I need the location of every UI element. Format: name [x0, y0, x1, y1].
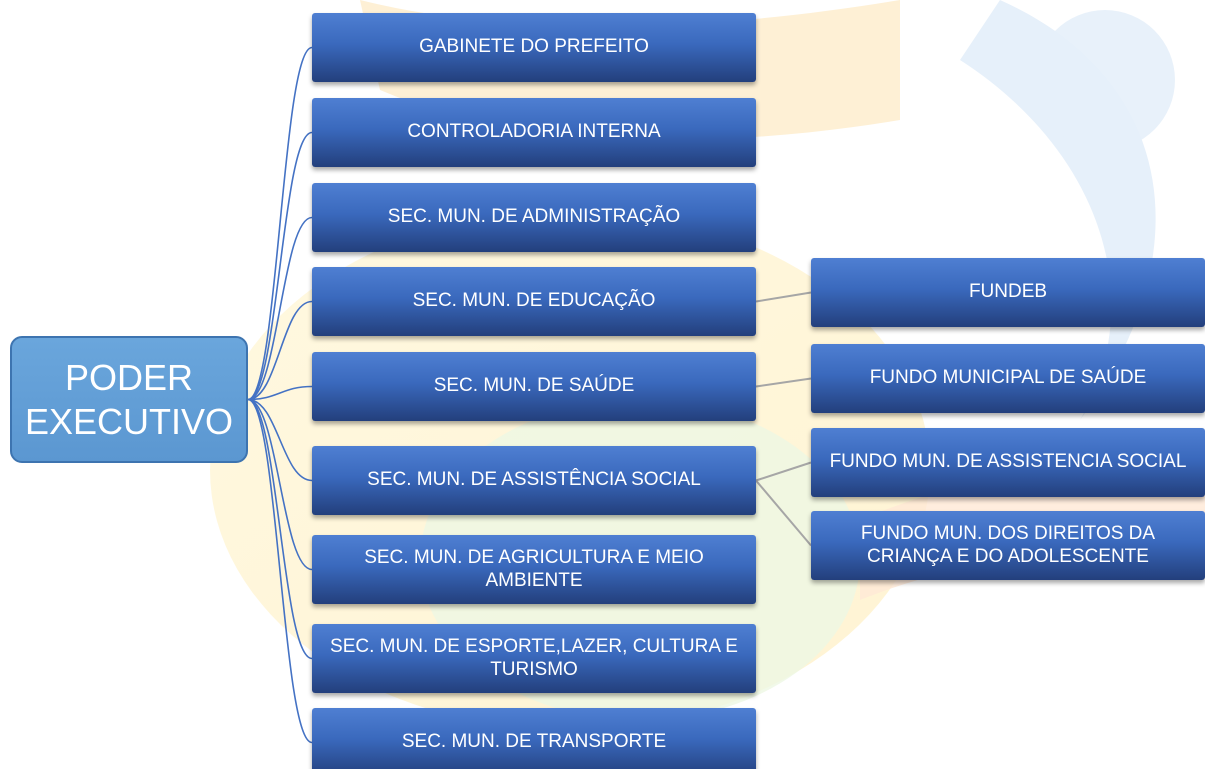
- secretaria-label: SEC. MUN. DE ESPORTE,LAZER, CULTURA E TU…: [330, 635, 738, 680]
- secretaria-label: CONTROLADORIA INTERNA: [407, 121, 661, 143]
- secretaria-node-gabinete[interactable]: GABINETE DO PREFEITO: [312, 13, 756, 82]
- connector-root-to-secretaria: [247, 398, 313, 482]
- secretaria-label: SEC. MUN. DE AGRICULTURA E MEIO AMBIENTE: [364, 546, 704, 591]
- fundo-label: FUNDO MUNICIPAL DE SAÚDE: [869, 367, 1147, 389]
- connector-root-to-secretaria: [247, 300, 313, 401]
- poder-executivo-node[interactable]: PODER EXECUTIVO: [10, 336, 248, 463]
- secretaria-label: SEC. MUN. DE EDUCAÇÃO: [412, 290, 656, 312]
- secretaria-node-esporte[interactable]: SEC. MUN. DE ESPORTE,LAZER, CULTURA E TU…: [312, 624, 756, 693]
- connector-root-to-secretaria: [247, 398, 313, 571]
- secretaria-label: SEC. MUN. DE SAÚDE: [433, 375, 635, 397]
- fundo-node-direitos-crianca[interactable]: FUNDO MUN. DOS DIREITOS DA CRIANÇA E DO …: [811, 511, 1205, 580]
- connector-root-to-secretaria: [247, 398, 313, 660]
- fundo-node-assistencia-social[interactable]: FUNDO MUN. DE ASSISTENCIA SOCIAL: [811, 428, 1205, 497]
- secretaria-node-saude[interactable]: SEC. MUN. DE SAÚDE: [312, 352, 756, 421]
- secretaria-label: GABINETE DO PREFEITO: [419, 36, 649, 58]
- secretaria-label: SEC. MUN. DE TRANSPORTE: [401, 731, 667, 753]
- connector-root-to-secretaria: [247, 46, 313, 401]
- connector-secretaria-to-fundo: [755, 377, 812, 388]
- secretaria-label: SEC. MUN. DE ADMINISTRAÇÃO: [387, 206, 681, 228]
- secretaria-label: SEC. MUN. DE ASSISTÊNCIA SOCIAL: [367, 469, 701, 491]
- secretaria-node-agricultura[interactable]: SEC. MUN. DE AGRICULTURA E MEIO AMBIENTE: [312, 535, 756, 604]
- secretaria-node-transporte[interactable]: SEC. MUN. DE TRANSPORTE: [312, 708, 756, 769]
- fundo-label: FUNDO MUN. DE ASSISTENCIA SOCIAL: [829, 451, 1187, 473]
- poder-executivo-label: PODER EXECUTIVO: [24, 357, 234, 442]
- fundo-node-saude[interactable]: FUNDO MUNICIPAL DE SAÚDE: [811, 344, 1205, 413]
- connector-root-to-secretaria: [247, 385, 313, 401]
- fundo-label: FUNDEB: [968, 281, 1048, 303]
- secretaria-node-assistencia-social[interactable]: SEC. MUN. DE ASSISTÊNCIA SOCIAL: [312, 446, 756, 515]
- connector-root-to-secretaria: [247, 398, 313, 744]
- secretaria-node-administracao[interactable]: SEC. MUN. DE ADMINISTRAÇÃO: [312, 183, 756, 252]
- connector-secretaria-to-fundo: [755, 461, 812, 482]
- fundo-node-fundeb[interactable]: FUNDEB: [811, 258, 1205, 327]
- connector-root-to-secretaria: [247, 216, 313, 401]
- secretaria-node-educacao[interactable]: SEC. MUN. DE EDUCAÇÃO: [312, 267, 756, 336]
- fundo-label: FUNDO MUN. DOS DIREITOS DA CRIANÇA E DO …: [860, 522, 1156, 567]
- connector-secretaria-to-fundo: [755, 479, 812, 547]
- connector-root-to-secretaria: [247, 131, 313, 401]
- secretaria-node-controladoria[interactable]: CONTROLADORIA INTERNA: [312, 98, 756, 167]
- connector-secretaria-to-fundo: [755, 291, 812, 303]
